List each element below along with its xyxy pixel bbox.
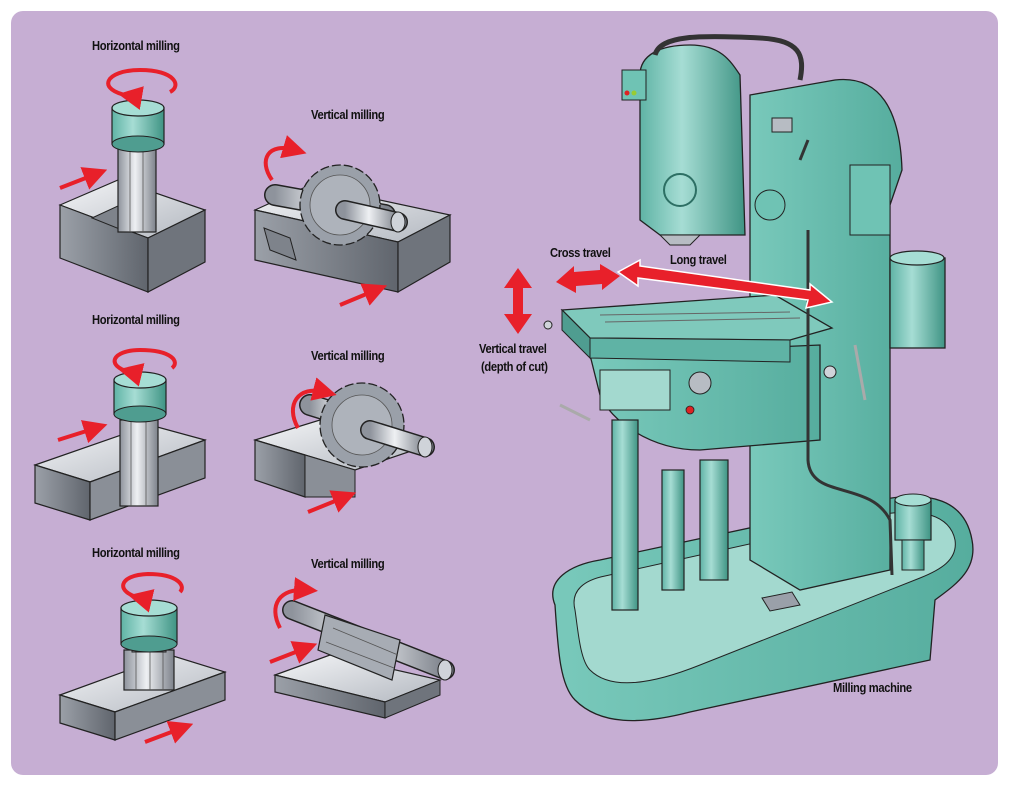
feed-arrow — [144, 721, 194, 744]
rotation-arrow — [106, 67, 178, 110]
vertical-travel-label-line1: Vertical travel — [479, 341, 547, 356]
angle-cutter — [282, 600, 455, 681]
rotation-arrow — [112, 347, 177, 387]
motor — [889, 257, 946, 349]
milling-machine-label: Milling machine — [833, 680, 912, 695]
vertical-travel-label-line2: (depth of cut) — [481, 359, 548, 374]
panel-1-illustration — [58, 67, 207, 293]
panel-6-label: Vertical milling — [311, 556, 385, 571]
rotation-arrow — [263, 135, 307, 182]
panel-4-label: Vertical milling — [311, 348, 385, 363]
machine-head — [639, 44, 746, 236]
panel-2-illustration — [253, 135, 452, 307]
slitting-saw-cutter — [299, 382, 435, 468]
rotation-arrow — [121, 571, 184, 613]
cross-travel-label: Cross travel — [550, 245, 611, 260]
feed-arrow — [57, 420, 108, 444]
shell-mill-cutter — [120, 599, 178, 691]
slitting-saw-cutter — [264, 164, 408, 246]
panel-1-label: Horizontal milling — [92, 38, 180, 53]
long-travel-label: Long travel — [670, 252, 727, 267]
milling-machine — [543, 34, 974, 722]
panel-3-illustration — [33, 347, 207, 521]
feed-arrow — [269, 641, 318, 664]
panel-5-label: Horizontal milling — [92, 545, 180, 560]
panel-6-illustration — [269, 577, 455, 719]
feed-arrow — [307, 490, 357, 514]
rotation-arrow — [273, 577, 318, 629]
end-mill-cutter — [111, 99, 165, 233]
panel-3-label: Horizontal milling — [92, 312, 180, 327]
rotation-arrow — [291, 377, 337, 429]
cross-travel-arrow — [556, 264, 620, 293]
panel-5-illustration — [58, 571, 227, 744]
panel-4-illustration — [252, 377, 435, 514]
panel-2-label: Vertical milling — [311, 107, 385, 122]
end-mill-cutter — [113, 371, 167, 507]
feed-arrow — [59, 167, 108, 190]
feed-arrow — [339, 283, 388, 307]
long-travel-arrow — [616, 258, 834, 310]
vertical-travel-arrow — [504, 268, 532, 334]
